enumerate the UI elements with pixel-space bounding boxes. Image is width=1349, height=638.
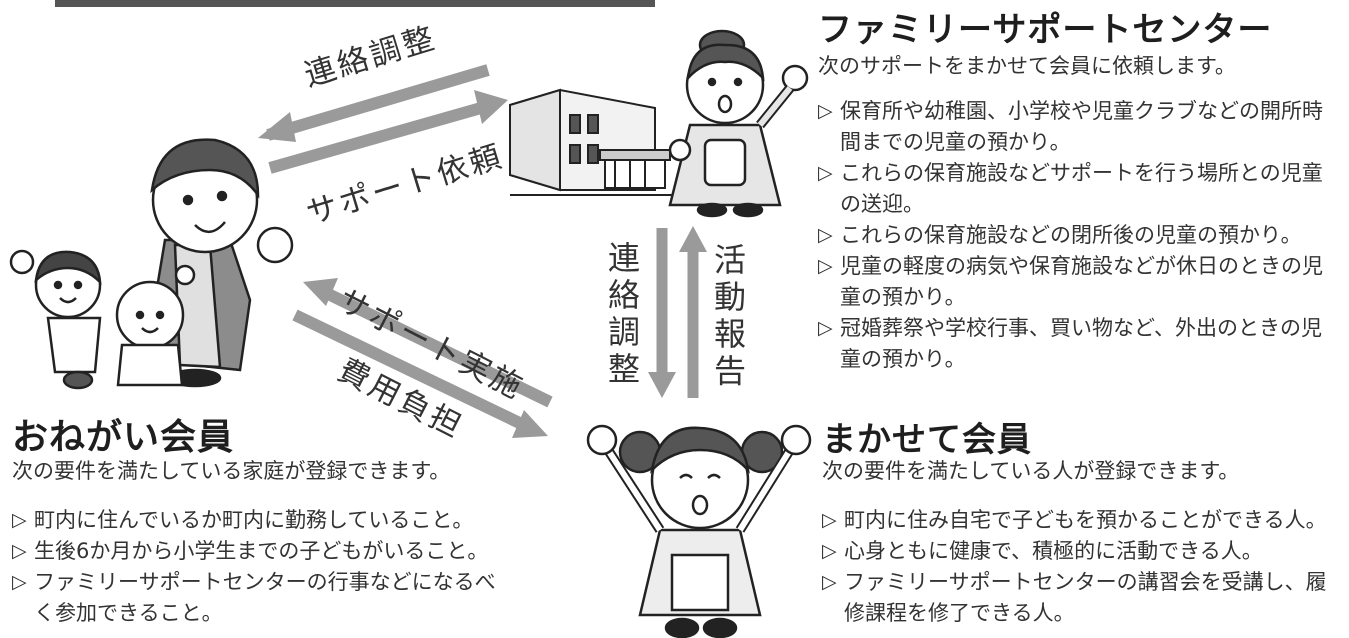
list-item: ▷町内に住んでいるか町内に勤務していること。: [12, 505, 512, 536]
triangle-bullet-icon: ▷: [818, 317, 833, 339]
arrow-liaison-top: [258, 64, 490, 142]
staff-woman-illustration: [668, 29, 809, 218]
family-illustration: [9, 138, 294, 390]
center-support-list: ▷保育所や幼稚園、小学校や児童クラブなどの開所時間までの児童の預かり。 ▷これら…: [818, 96, 1340, 375]
onegai-description: 次の要件を満たしている家庭が登録できます。: [12, 459, 451, 483]
list-item: ▷これらの保育施設などの閉所後の児童の預かり。: [818, 220, 1340, 251]
photo-strip-fragment: [55, 0, 655, 7]
building-illustration: [509, 88, 690, 196]
onegai-requirements-list: ▷町内に住んでいるか町内に勤務していること。 ▷生後6か月から小学生までの子ども…: [12, 505, 512, 629]
arrow-cost-burden: [292, 309, 548, 438]
triangle-bullet-icon: ▷: [12, 509, 27, 531]
label-liaison-vertical: 連絡調整: [607, 239, 640, 388]
onegai-title: おねがい会員: [12, 417, 235, 458]
makasete-requirements-list: ▷町内に住み自宅で子どもを預かることができる人。 ▷心身ともに健康で、積極的に活…: [822, 505, 1342, 629]
triangle-bullet-icon: ▷: [822, 540, 837, 562]
list-item: ▷ファミリーサポートセンターの行事などになるべく参加できること。: [12, 567, 512, 629]
center-title: ファミリーサポートセンター: [818, 10, 1273, 50]
arrow-liaison-vertical: [648, 228, 676, 398]
triangle-bullet-icon: ▷: [822, 509, 837, 531]
arrow-support-implementation: [303, 278, 553, 408]
list-item: ▷ファミリーサポートセンターの講習会を受講し、履修課程を修了できる人。: [822, 567, 1342, 629]
triangle-bullet-icon: ▷: [818, 100, 833, 122]
label-activity-report: 活動報告: [713, 241, 746, 390]
makasete-description: 次の要件を満たしている人が登録できます。: [822, 459, 1240, 483]
center-description: 次のサポートをまかせて会員に依頼します。: [818, 54, 1236, 78]
list-item: ▷生後6か月から小学生までの子どもがいること。: [12, 536, 512, 567]
list-item: ▷これらの保育施設などサポートを行う場所との児童の送迎。: [818, 158, 1340, 220]
makasete-title: まかせて会員: [822, 420, 1032, 460]
list-item: ▷心身ともに健康で、積極的に活動できる人。: [822, 536, 1342, 567]
list-item: ▷冠婚葬祭や学校行事、買い物など、外出のときの児童の預かり。: [818, 313, 1340, 375]
makasete-girl-illustration: [586, 424, 812, 638]
triangle-bullet-icon: ▷: [818, 255, 833, 277]
triangle-bullet-icon: ▷: [818, 224, 833, 246]
triangle-bullet-icon: ▷: [822, 571, 837, 593]
triangle-bullet-icon: ▷: [12, 571, 27, 593]
triangle-bullet-icon: ▷: [12, 540, 27, 562]
list-item: ▷児童の軽度の病気や保育施設などが休日のときの児童の預かり。: [818, 251, 1340, 313]
list-item: ▷町内に住み自宅で子どもを預かることができる人。: [822, 505, 1342, 536]
triangle-bullet-icon: ▷: [818, 162, 833, 184]
arrow-support-request: [268, 90, 508, 174]
list-item: ▷保育所や幼稚園、小学校や児童クラブなどの開所時間までの児童の預かり。: [818, 96, 1340, 158]
arrow-activity-report: [679, 226, 707, 398]
